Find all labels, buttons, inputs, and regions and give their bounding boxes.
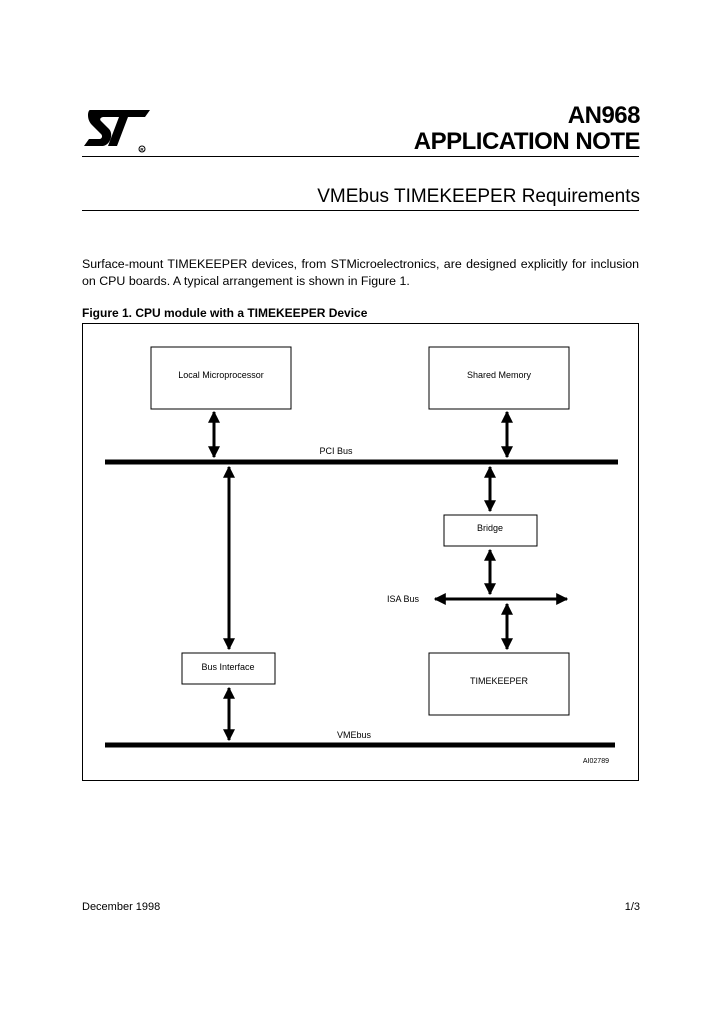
local-microprocessor-label: Local Microprocessor	[178, 370, 264, 380]
block-diagram: PCI Bus VMEbus ISA Bus Local Microproces…	[105, 346, 618, 765]
footer-page-number: 1/3	[624, 901, 640, 913]
figure-caption: Figure 1. CPU module with a TIMEKEEPER D…	[82, 306, 368, 320]
bus-interface-block	[181, 652, 276, 685]
footer-date: December 1998	[82, 901, 161, 913]
shared-memory-label: Shared Memory	[467, 370, 532, 380]
isa-bus-label: ISA Bus	[387, 594, 420, 604]
title-rule	[82, 210, 639, 211]
bus-interface-label: Bus Interface	[201, 662, 254, 672]
figure-id: AI02789	[583, 758, 609, 765]
bridge-label: Bridge	[477, 523, 503, 533]
shared-memory-block	[428, 346, 570, 410]
intro-paragraph: Surface-mount TIMEKEEPER devices, from S…	[82, 257, 639, 288]
document-title: VMEbus TIMEKEEPER Requirements	[317, 186, 640, 207]
document-type: APPLICATION NOTE	[413, 128, 641, 155]
header-rule	[82, 156, 639, 157]
timekeeper-label: TIMEKEEPER	[470, 676, 529, 686]
figure-frame: PCI Bus VMEbus ISA Bus Local Microproces…	[82, 323, 639, 781]
bridge-block	[443, 514, 538, 547]
pci-bus-label: PCI Bus	[319, 446, 353, 456]
vme-bus-label: VMEbus	[337, 730, 372, 740]
local-microprocessor-block	[150, 346, 292, 410]
timekeeper-block	[428, 652, 570, 716]
svg-text:R: R	[140, 147, 144, 152]
st-logo: R	[84, 110, 150, 153]
document-number: AN968	[567, 102, 641, 129]
